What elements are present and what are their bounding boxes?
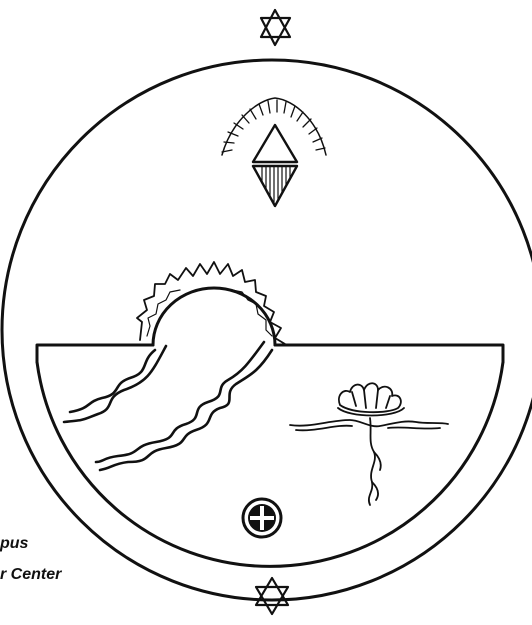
- top-star-icon: [261, 10, 290, 45]
- light-path: [64, 342, 272, 470]
- radiant-triangle-diamond-icon: [222, 98, 326, 206]
- lotus-icon: [290, 383, 448, 505]
- bottom-star-icon: [256, 578, 288, 614]
- rising-sun-icon: [137, 262, 285, 345]
- circled-cross-icon: [243, 499, 281, 537]
- caption-line-2: r Center: [0, 566, 61, 584]
- caption-line-1: pus: [0, 535, 28, 553]
